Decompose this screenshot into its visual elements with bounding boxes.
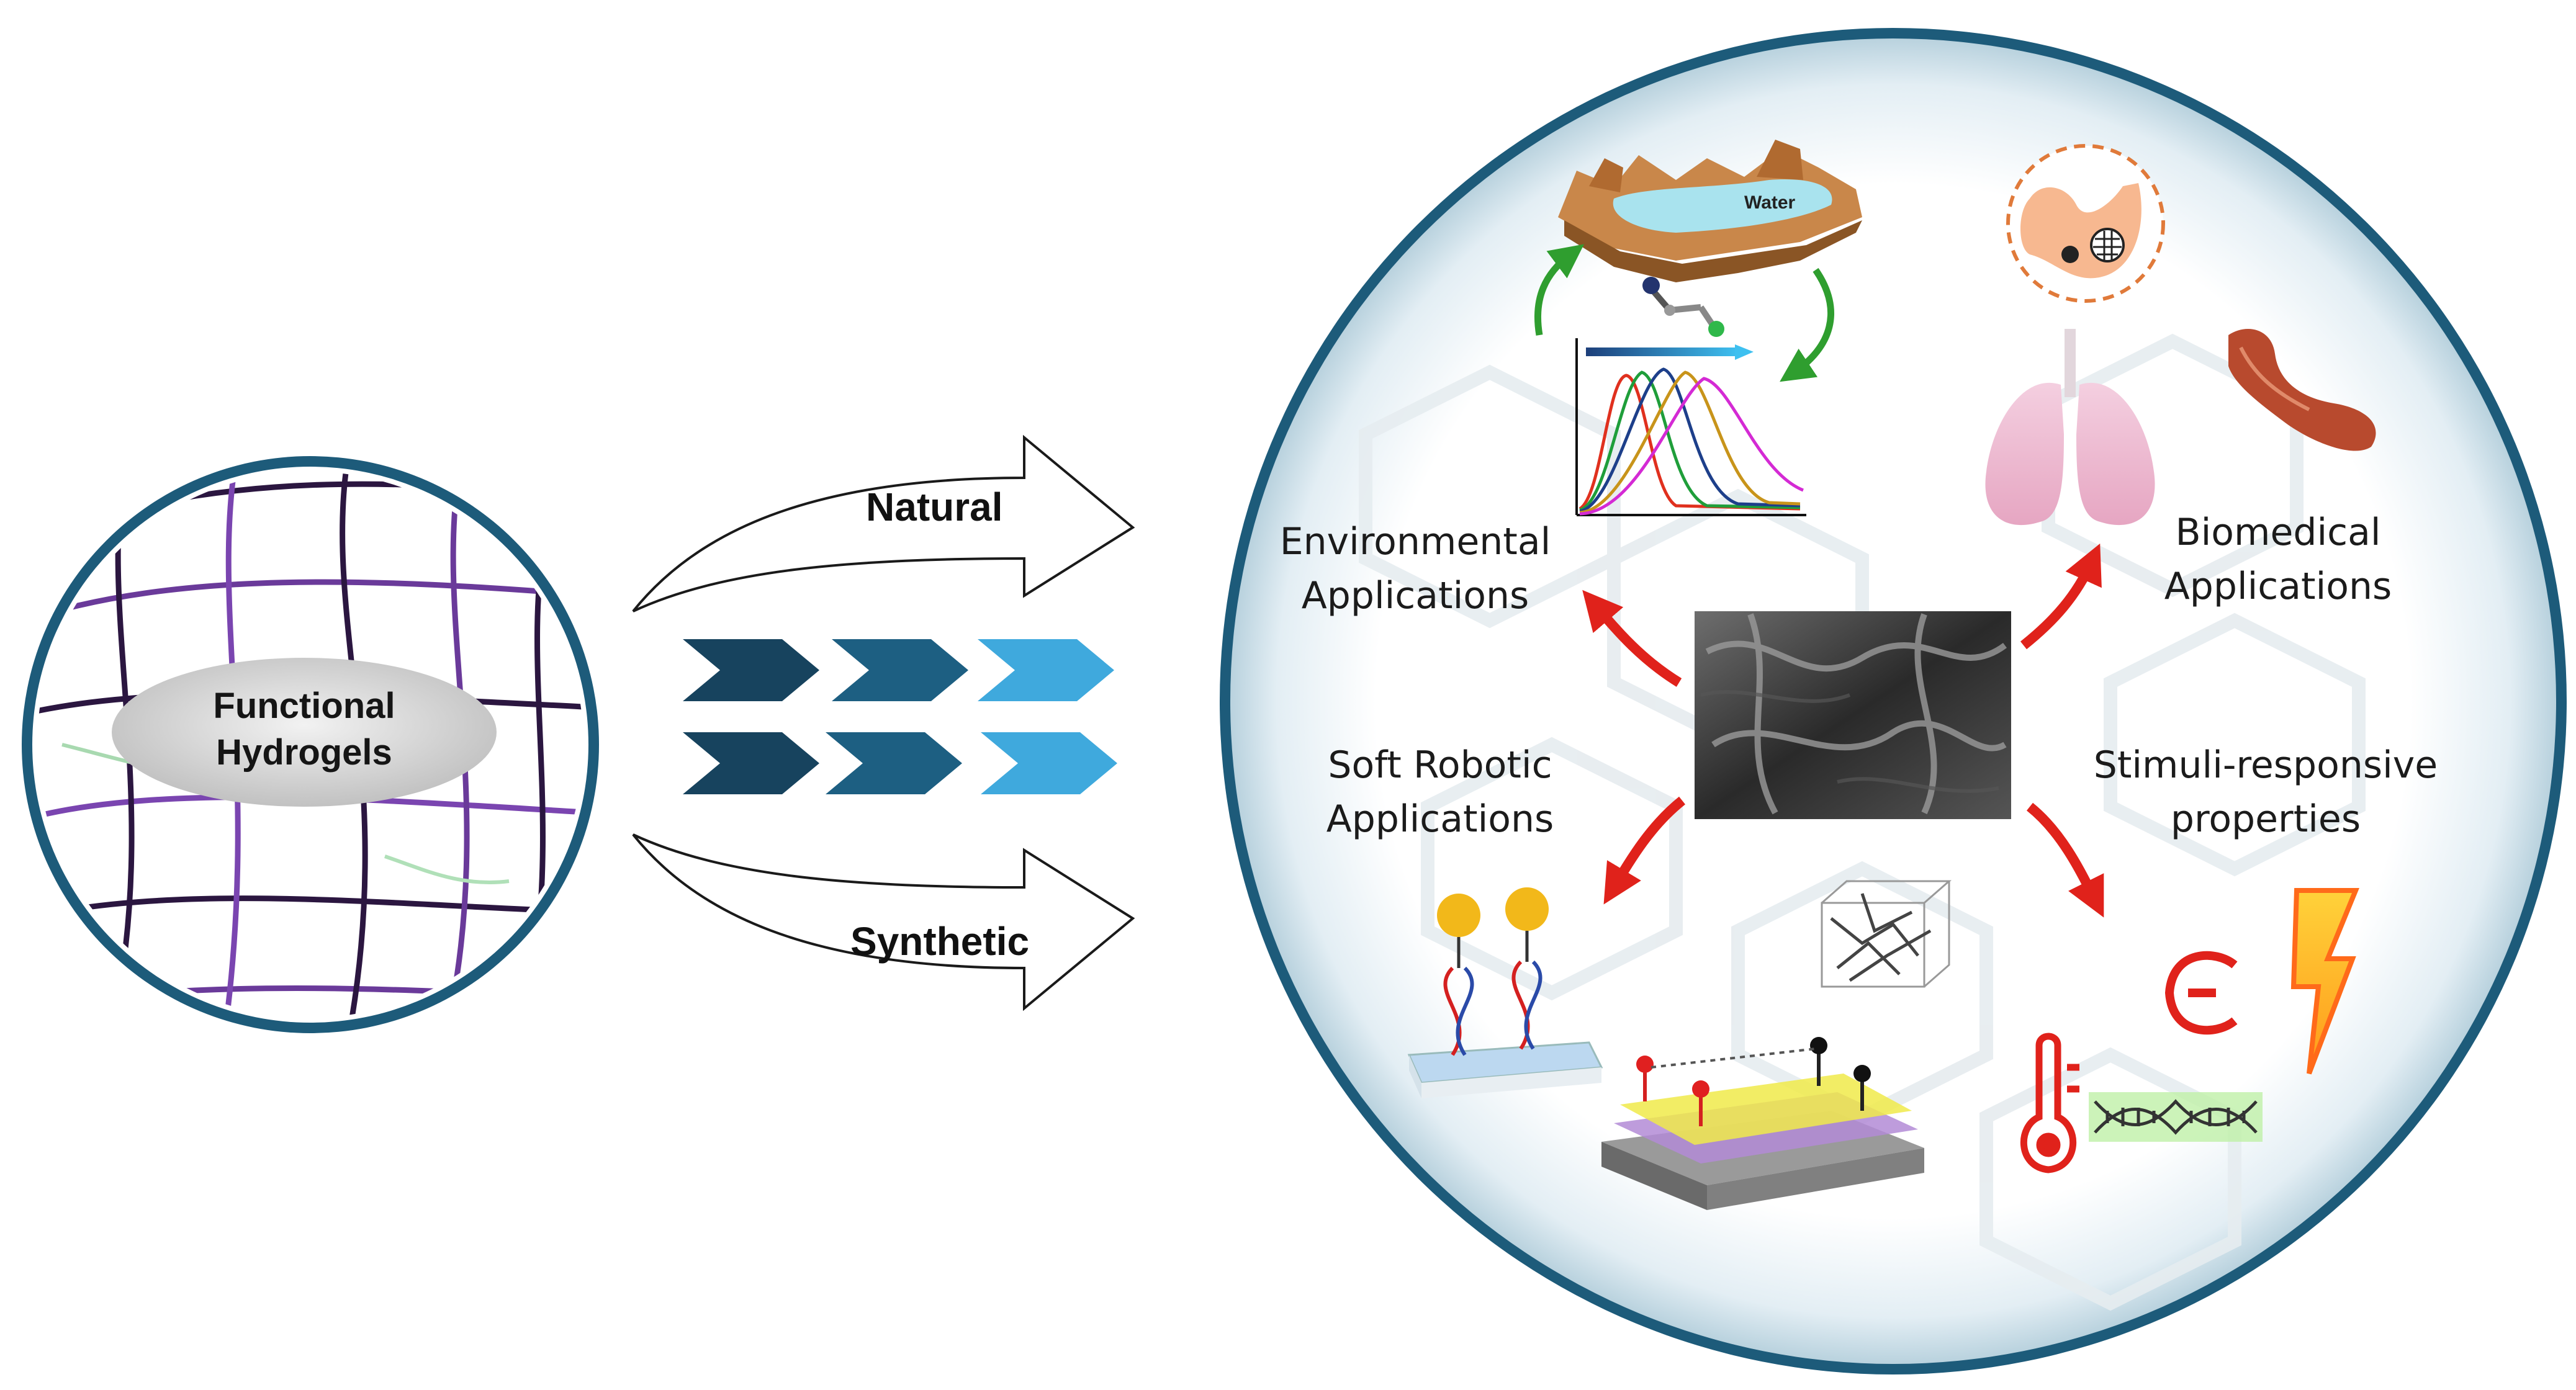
stomach-icon: [2006, 144, 2165, 303]
thermometer-icon: [2020, 1033, 2079, 1173]
dna-sensor-icon: [1407, 887, 1603, 1098]
soft-actuator-icon: [1601, 1037, 1924, 1210]
water-label: Water: [1744, 192, 1796, 213]
stimuli-line2: properties: [2170, 797, 2361, 841]
red-arrows: [1582, 543, 2104, 918]
soft-robotic-applications-label: Soft Robotic Applications: [1285, 738, 1595, 846]
hydrogel-network-icon: [22, 456, 599, 1033]
water-lake-icon: Water: [1558, 140, 1862, 282]
biomedical-applications-label: Biomedical Applications: [2135, 506, 2421, 614]
lungs-icon: [1985, 329, 2155, 526]
stimuli-line1: Stimuli-responsive: [2093, 743, 2438, 787]
sem-micrograph-icon: [1695, 611, 2011, 819]
spectra-plot-icon: [1575, 338, 1806, 516]
molecule-icon: [1642, 277, 1724, 337]
electric-icon: [2164, 951, 2238, 1035]
biomedical-line2: Applications: [2164, 565, 2392, 608]
synthetic-label: Synthetic: [850, 919, 1030, 964]
process-chevrons: [683, 639, 1117, 794]
natural-arrow: [632, 434, 1135, 612]
hydrogel-cube-icon: [1821, 880, 1952, 988]
hydrogel-label-text: Functional Hydrogels: [180, 683, 428, 776]
synthetic-arrow: [632, 833, 1135, 1011]
cycle-arrows: [1534, 244, 1834, 382]
muscle-icon: [2228, 329, 2376, 451]
biomedical-line1: Biomedical: [2175, 511, 2381, 554]
environmental-applications-label: Environmental Applications: [1260, 515, 1570, 623]
hydrogel-label-line2: Hydrogels: [216, 732, 392, 773]
dna-strand-icon: [2089, 1092, 2263, 1142]
soft-robotic-line2: Applications: [1326, 797, 1554, 841]
environmental-line2: Applications: [1301, 574, 1529, 617]
soft-robotic-line1: Soft Robotic: [1328, 743, 1552, 787]
environmental-line1: Environmental: [1279, 520, 1551, 563]
lightning-icon: [2290, 888, 2359, 1075]
natural-label: Natural: [866, 485, 1003, 529]
hydrogel-label-line1: Functional: [213, 686, 395, 726]
stimuli-responsive-label: Stimuli-responsive properties: [2055, 738, 2477, 846]
